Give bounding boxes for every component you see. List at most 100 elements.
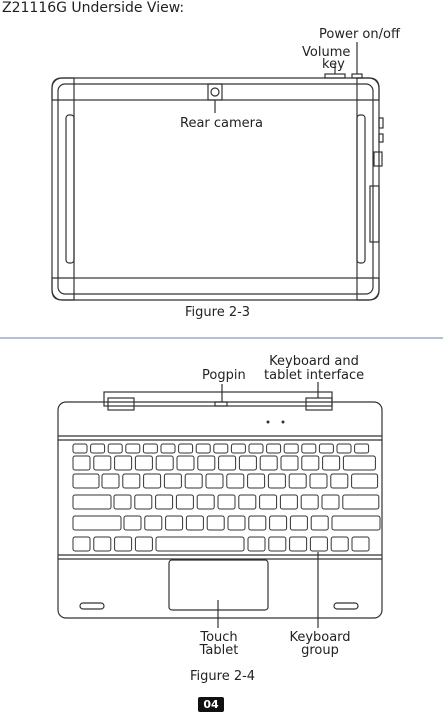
key xyxy=(185,474,202,488)
key xyxy=(280,495,297,509)
function-key xyxy=(196,444,210,453)
indicator-led-1 xyxy=(267,421,270,424)
key xyxy=(228,516,245,530)
camera-label: Rear camera xyxy=(180,117,263,131)
power-button xyxy=(352,74,362,78)
left-grip xyxy=(66,115,74,263)
power-label: Power on/off xyxy=(319,28,400,42)
right-grip xyxy=(357,115,365,263)
key xyxy=(145,516,162,530)
keyboard-body xyxy=(58,402,382,618)
key xyxy=(156,456,173,470)
keyboard-keys xyxy=(73,444,380,551)
volume-label-line2: key xyxy=(322,58,345,72)
function-key xyxy=(337,444,351,453)
backslash-key xyxy=(352,474,378,488)
function-key xyxy=(108,444,122,453)
enter-key xyxy=(343,495,379,509)
key xyxy=(270,516,287,530)
tab-key xyxy=(73,474,99,488)
key xyxy=(94,456,111,470)
touchpad-label-line2: Tablet xyxy=(188,644,250,658)
key xyxy=(166,516,183,530)
key xyxy=(114,495,131,509)
key xyxy=(124,516,141,530)
backspace-key xyxy=(343,456,375,470)
key xyxy=(310,474,327,488)
key xyxy=(260,456,277,470)
key xyxy=(260,495,277,509)
key xyxy=(290,516,307,530)
keyboard-group-label-line2: group xyxy=(280,644,360,658)
key xyxy=(227,474,244,488)
key xyxy=(239,495,256,509)
key xyxy=(301,495,318,509)
function-key xyxy=(302,444,316,453)
modifier-key xyxy=(290,537,307,551)
key xyxy=(302,456,319,470)
function-key xyxy=(355,444,369,453)
key xyxy=(206,474,223,488)
key xyxy=(289,474,306,488)
side-connector xyxy=(374,152,382,166)
function-key xyxy=(143,444,157,453)
key xyxy=(248,474,265,488)
key xyxy=(249,516,266,530)
key xyxy=(331,474,348,488)
function-key xyxy=(249,444,263,453)
key xyxy=(323,456,340,470)
modifier-key xyxy=(94,537,111,551)
page-number-badge: 04 xyxy=(198,697,224,712)
key xyxy=(186,516,203,530)
key xyxy=(102,474,119,488)
function-key xyxy=(161,444,175,453)
key xyxy=(218,495,235,509)
key xyxy=(311,516,328,530)
function-key xyxy=(267,444,281,453)
key xyxy=(198,456,215,470)
rubber-foot-right xyxy=(334,603,358,609)
space-bar xyxy=(156,537,244,551)
function-key xyxy=(319,444,333,453)
key xyxy=(322,495,339,509)
caps-lock-key xyxy=(73,495,111,509)
key xyxy=(144,474,161,488)
modifier-key xyxy=(269,537,286,551)
key xyxy=(207,516,224,530)
key xyxy=(177,456,194,470)
modifier-key xyxy=(115,537,132,551)
hinge-latch-right xyxy=(306,398,332,410)
interface-label-line2: tablet interface xyxy=(264,369,364,383)
rubber-foot-left xyxy=(80,603,104,609)
modifier-key xyxy=(135,537,152,551)
function-key xyxy=(91,444,105,453)
function-key xyxy=(126,444,140,453)
key xyxy=(115,456,132,470)
left-shift-key xyxy=(73,516,121,530)
camera-lens xyxy=(211,88,219,96)
function-key xyxy=(179,444,193,453)
volume-key xyxy=(325,74,345,78)
modifier-key xyxy=(331,537,348,551)
modifier-key xyxy=(248,537,265,551)
function-key xyxy=(284,444,298,453)
key xyxy=(123,474,140,488)
key xyxy=(239,456,256,470)
key xyxy=(197,495,214,509)
hinge-latch-left xyxy=(108,398,134,410)
camera-housing xyxy=(208,84,222,100)
indicator-led-2 xyxy=(282,421,285,424)
function-key xyxy=(231,444,245,453)
key xyxy=(135,495,152,509)
key xyxy=(156,495,173,509)
interface-label-line1: Keyboard and xyxy=(266,355,362,369)
key xyxy=(135,456,152,470)
modifier-key xyxy=(352,537,369,551)
key xyxy=(219,456,236,470)
pogpin-label: Pogpin xyxy=(202,369,246,383)
key xyxy=(73,456,90,470)
modifier-key xyxy=(310,537,327,551)
key xyxy=(268,474,285,488)
figure1-caption: Figure 2-3 xyxy=(185,306,250,320)
